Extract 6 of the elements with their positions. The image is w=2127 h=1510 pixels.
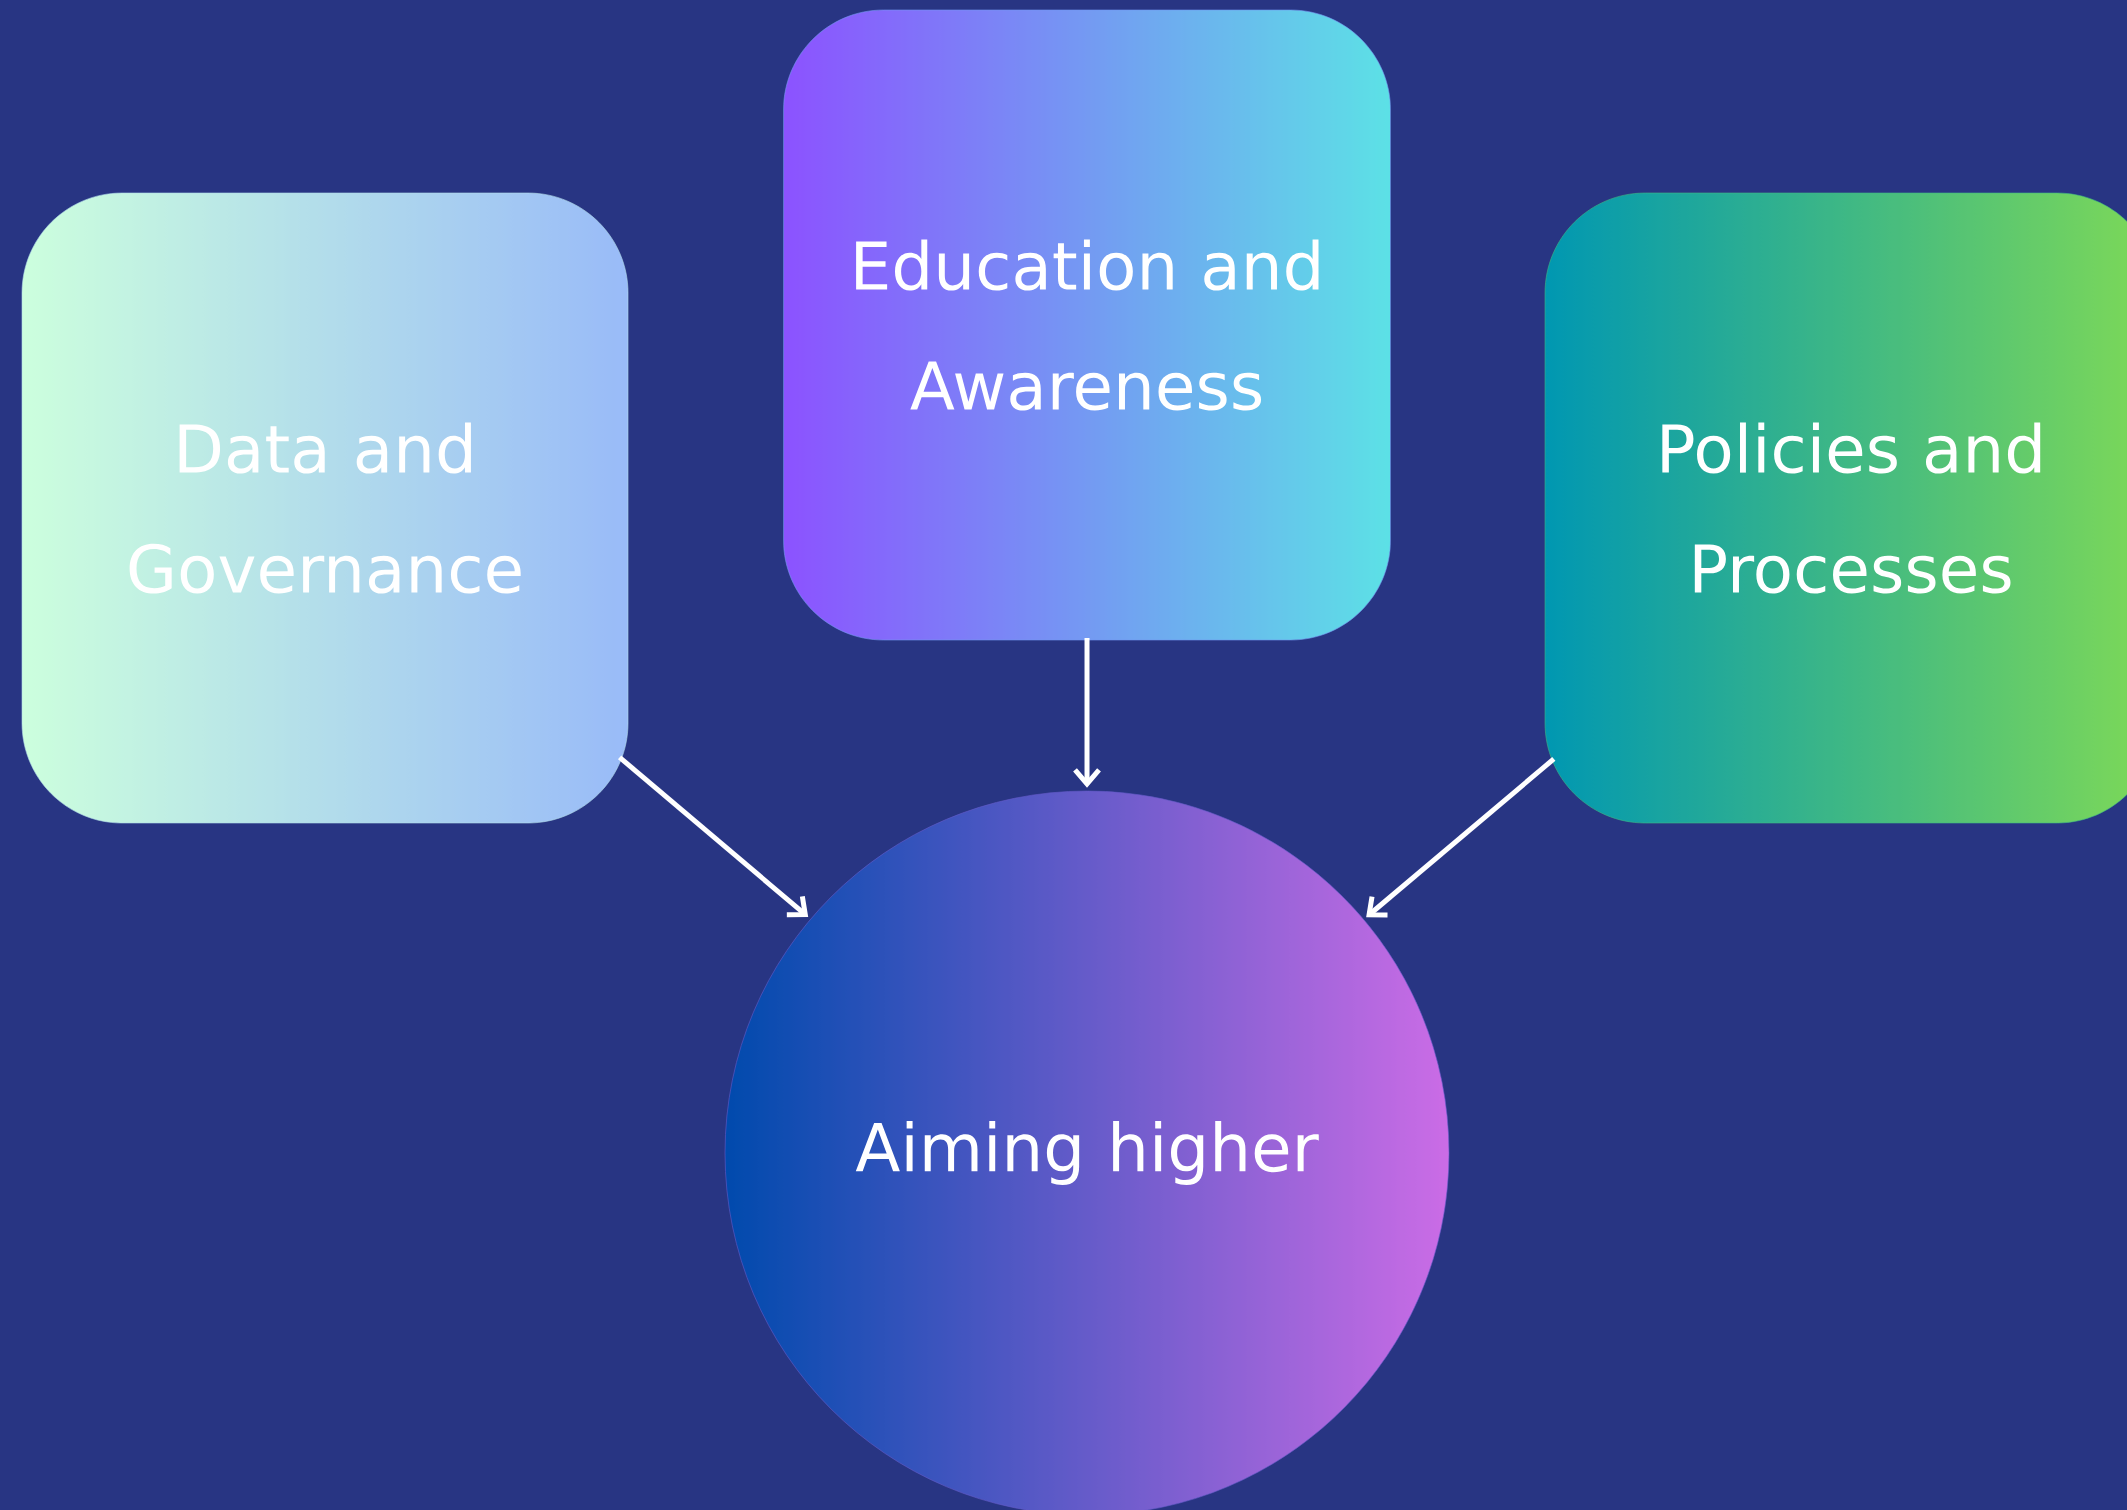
arrow	[1366, 757, 1556, 918]
arrow	[618, 755, 809, 918]
topic-box: Education and Awareness	[783, 9, 1391, 641]
topic-box: Policies and Processes	[1544, 192, 2127, 824]
arrow	[1073, 638, 1101, 788]
topic-box: Data and Governance	[21, 192, 629, 824]
